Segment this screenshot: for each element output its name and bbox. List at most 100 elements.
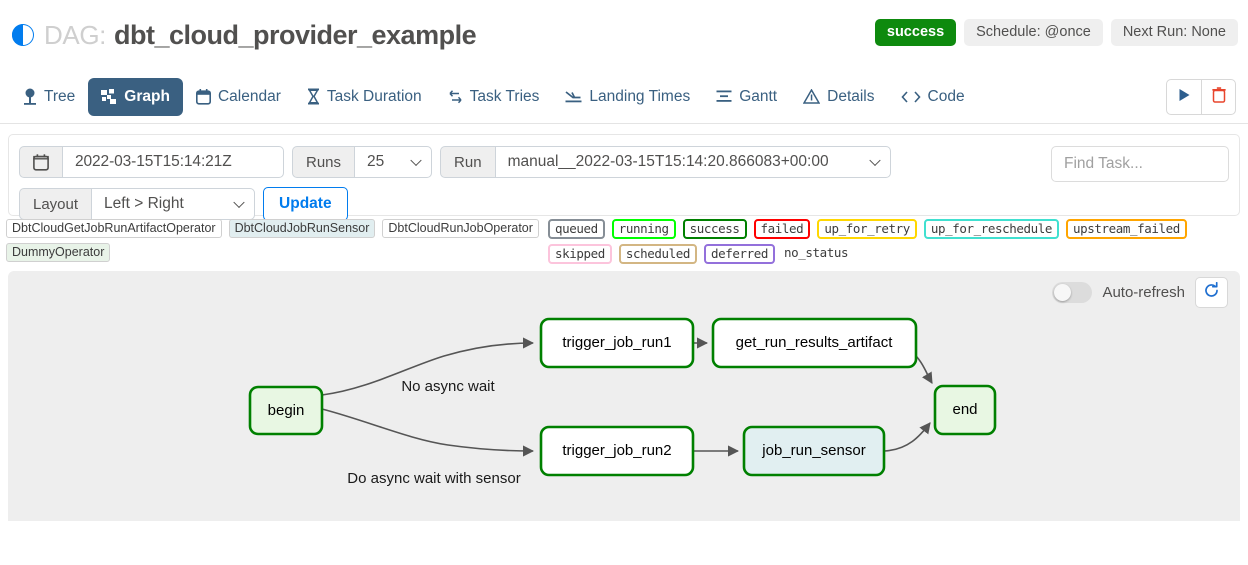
tab-gantt[interactable]: Gantt — [703, 78, 790, 116]
dag-header: DAG: dbt_cloud_provider_example success … — [0, 0, 1248, 70]
header-badges: success Schedule: @once Next Run: None — [874, 19, 1238, 46]
retry-icon — [448, 89, 463, 105]
dag-action-buttons — [1166, 79, 1236, 115]
hourglass-icon — [307, 88, 320, 105]
edge-sensor-to-end — [883, 422, 931, 452]
node-label: end — [952, 401, 977, 418]
status-legend-pill[interactable]: scheduled — [618, 244, 698, 264]
runs-label: Runs — [292, 146, 355, 178]
status-legend-pill[interactable]: up_for_retry — [817, 219, 917, 239]
node-job-run-sensor[interactable]: job_run_sensor — [742, 425, 886, 477]
node-get-run-results-artifact[interactable]: get_run_results_artifact — [711, 317, 918, 369]
refresh-icon — [1203, 281, 1220, 304]
status-legend-pill[interactable]: skipped — [548, 244, 612, 264]
status-legend-pill[interactable]: deferred — [704, 244, 776, 264]
controls-row-secondary: Layout Left > Right Update — [19, 187, 1229, 221]
play-icon — [1178, 88, 1191, 107]
trigger-dag-button[interactable] — [1167, 80, 1201, 114]
status-legend-pill[interactable]: upstream_failed — [1065, 219, 1187, 239]
execution-date-input[interactable]: 2022-03-15T15:14:21Z — [62, 146, 284, 178]
tab-label: Landing Times — [589, 87, 691, 105]
delete-dag-button[interactable] — [1201, 80, 1235, 114]
gantt-icon — [716, 89, 732, 104]
status-legend-no-status: no_status — [784, 245, 849, 260]
node-trigger-job-run2[interactable]: trigger_job_run2 — [539, 425, 695, 477]
node-end[interactable]: end — [933, 384, 997, 436]
node-trigger-job-run1[interactable]: trigger_job_run1 — [539, 317, 695, 369]
status-legend-pill[interactable]: success — [682, 219, 747, 239]
refresh-button[interactable] — [1195, 277, 1228, 308]
tab-label: Task Tries — [469, 87, 540, 105]
status-legend-pill[interactable]: queued — [548, 219, 605, 239]
tab-label: Gantt — [739, 87, 778, 105]
tab-label: Tree — [44, 87, 76, 105]
edge-begin-to-trigger2 — [321, 408, 535, 457]
execution-date-group: 2022-03-15T15:14:21Z — [19, 146, 284, 178]
edge-label-async-sensor: Do async wait with sensor — [347, 470, 520, 487]
layout-label: Layout — [19, 188, 92, 220]
page-title: dbt_cloud_provider_example — [113, 19, 477, 50]
auto-refresh-toggle[interactable] — [1052, 282, 1093, 303]
graph-legend: DbtCloudGetJobRunArtifactOperator DbtClou… — [0, 216, 1248, 271]
update-button[interactable]: Update — [263, 187, 348, 221]
controls-row-primary: 2022-03-15T15:14:21Z Runs 25 Run manual_… — [19, 146, 1229, 178]
status-legend-pill[interactable]: running — [611, 219, 676, 239]
tab-label: Task Duration — [326, 87, 422, 105]
graph-edge-labels: No async wait Do async wait with sensor — [347, 378, 520, 487]
operator-legend-pill[interactable]: DbtCloudJobRunSensor — [228, 219, 376, 238]
graph-nodes: begin trigger_job_run1 get_run_results_a… — [248, 317, 997, 477]
dag-graph-canvas[interactable]: No async wait Do async wait with sensor … — [8, 271, 1240, 521]
tab-code[interactable]: Code — [888, 78, 978, 116]
status-badge: success — [874, 19, 957, 46]
tree-icon — [23, 88, 37, 105]
tab-details[interactable]: Details — [790, 78, 887, 116]
node-label: trigger_job_run2 — [562, 442, 671, 459]
operator-legend: DbtCloudGetJobRunArtifactOperator DbtClou… — [6, 219, 546, 262]
graph-icon — [101, 88, 117, 105]
node-label: trigger_job_run1 — [562, 334, 671, 351]
tab-landing-times[interactable]: Landing Times — [552, 78, 703, 116]
operator-legend-pill[interactable]: DbtCloudGetJobRunArtifactOperator — [6, 219, 222, 238]
node-label: begin — [268, 402, 305, 419]
tab-label: Graph — [124, 87, 170, 105]
node-label: get_run_results_artifact — [736, 334, 894, 351]
dag-prefix-label: DAG: — [44, 19, 106, 50]
runs-group: Runs 25 — [292, 146, 433, 178]
node-begin[interactable]: begin — [248, 385, 324, 436]
operator-legend-pill[interactable]: DummyOperator — [6, 243, 111, 262]
runs-select[interactable]: 25 — [354, 146, 433, 178]
graph-toolbar: Auto-refresh — [1052, 277, 1228, 308]
status-legend: queued running success failed up_for_retry up… — [548, 219, 1244, 264]
tab-calendar[interactable]: Calendar — [183, 78, 294, 116]
tab-task-tries[interactable]: Task Tries — [435, 78, 553, 116]
run-select[interactable]: manual__2022-03-15T15:14:20.866083+00:00 — [494, 146, 891, 178]
run-group: Run manual__2022-03-15T15:14:20.866083+0… — [440, 146, 891, 178]
tab-graph[interactable]: Graph — [88, 77, 183, 116]
schedule-badge[interactable]: Schedule: @once — [964, 19, 1103, 46]
edge-label-no-async-wait: No async wait — [401, 378, 495, 395]
landing-icon — [565, 89, 582, 104]
calendar-icon — [195, 88, 211, 105]
dag-view-tabs: Tree Graph Calendar Task Duration Task T… — [0, 70, 1248, 124]
tab-task-duration[interactable]: Task Duration — [294, 78, 435, 116]
layout-group: Layout Left > Right — [19, 188, 256, 220]
code-icon — [900, 90, 921, 104]
auto-refresh-label: Auto-refresh — [1102, 284, 1185, 301]
next-run-badge: Next Run: None — [1110, 19, 1238, 46]
calendar-icon[interactable] — [19, 146, 62, 178]
tab-label: Calendar — [217, 87, 281, 105]
edge-begin-to-trigger1 — [321, 337, 535, 396]
tab-label: Details — [827, 87, 875, 105]
trash-icon — [1211, 86, 1226, 108]
status-legend-pill[interactable]: failed — [753, 219, 811, 239]
toggle-on-icon[interactable] — [12, 24, 34, 46]
triangle-info-icon — [803, 89, 821, 104]
run-label: Run — [440, 146, 495, 178]
dag-controls-panel: 2022-03-15T15:14:21Z Runs 25 Run manual_… — [8, 134, 1240, 221]
tab-tree[interactable]: Tree — [10, 78, 88, 116]
operator-legend-pill[interactable]: DbtCloudRunJobOperator — [382, 219, 539, 238]
status-legend-pill[interactable]: up_for_reschedule — [923, 219, 1059, 239]
search-input[interactable]: Find Task... — [1051, 146, 1229, 182]
tab-label: Code — [927, 87, 965, 105]
node-label: job_run_sensor — [761, 442, 865, 459]
